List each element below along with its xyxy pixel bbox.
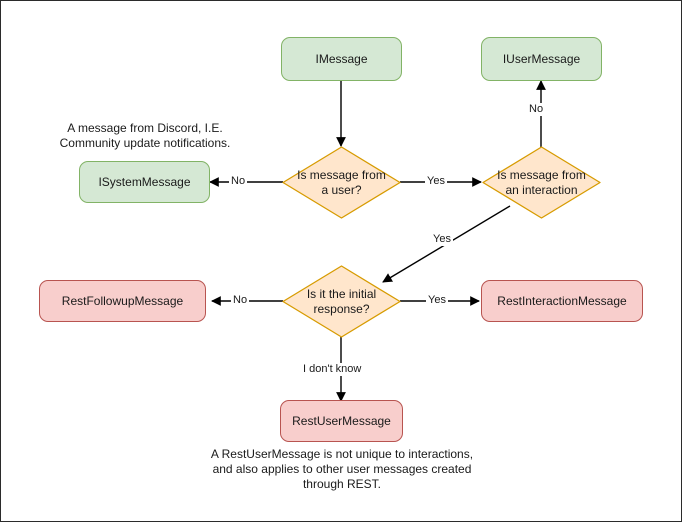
node-restfollowupmessage[interactable]: RestFollowupMessage (39, 280, 206, 322)
node-restinteractionmessage[interactable]: RestInteractionMessage (481, 280, 643, 322)
decision-is-message-from-user[interactable]: Is message from a user? (282, 146, 401, 219)
node-iusermessage-label: IUserMessage (502, 52, 581, 66)
node-iusermessage[interactable]: IUserMessage (481, 37, 602, 81)
node-restfollowupmessage-label: RestFollowupMessage (61, 294, 184, 308)
edge-label-user-yes: Yes (425, 175, 447, 188)
node-restusermessage[interactable]: RestUserMessage (280, 400, 403, 442)
edge-label-interaction-yes: Yes (431, 233, 453, 246)
node-imessage[interactable]: IMessage (281, 37, 402, 81)
diamond-shape (482, 146, 601, 219)
annotation-system-message-note: A message from Discord, I.E. Community u… (59, 121, 231, 150)
decision-is-initial-response-label: Is it the initial response? (306, 286, 377, 316)
annotation-rest-user-message-note: A RestUserMessage is not unique to inter… (210, 447, 474, 491)
edge-label-initial-no: No (231, 294, 250, 307)
decision-is-message-from-user-label: Is message from a user? (297, 167, 386, 197)
node-restusermessage-label: RestUserMessage (292, 414, 391, 428)
edge-label-initial-yes: Yes (426, 294, 448, 307)
diamond-shape (282, 146, 401, 219)
decision-is-message-from-interaction[interactable]: Is message from an interaction (482, 146, 601, 219)
diamond-shape (282, 265, 401, 338)
edge-label-interaction-no: No (527, 103, 546, 116)
edge-label-user-no: No (229, 175, 248, 188)
node-imessage-label: IMessage (315, 52, 368, 66)
decision-is-initial-response[interactable]: Is it the initial response? (282, 265, 401, 338)
node-isystemmessage-label: ISystemMessage (98, 175, 191, 189)
decision-is-message-from-interaction-label: Is message from an interaction (497, 167, 586, 197)
node-isystemmessage[interactable]: ISystemMessage (79, 161, 210, 203)
node-restinteractionmessage-label: RestInteractionMessage (497, 294, 627, 308)
edge-label-initial-unknown: I don't know (301, 363, 364, 376)
